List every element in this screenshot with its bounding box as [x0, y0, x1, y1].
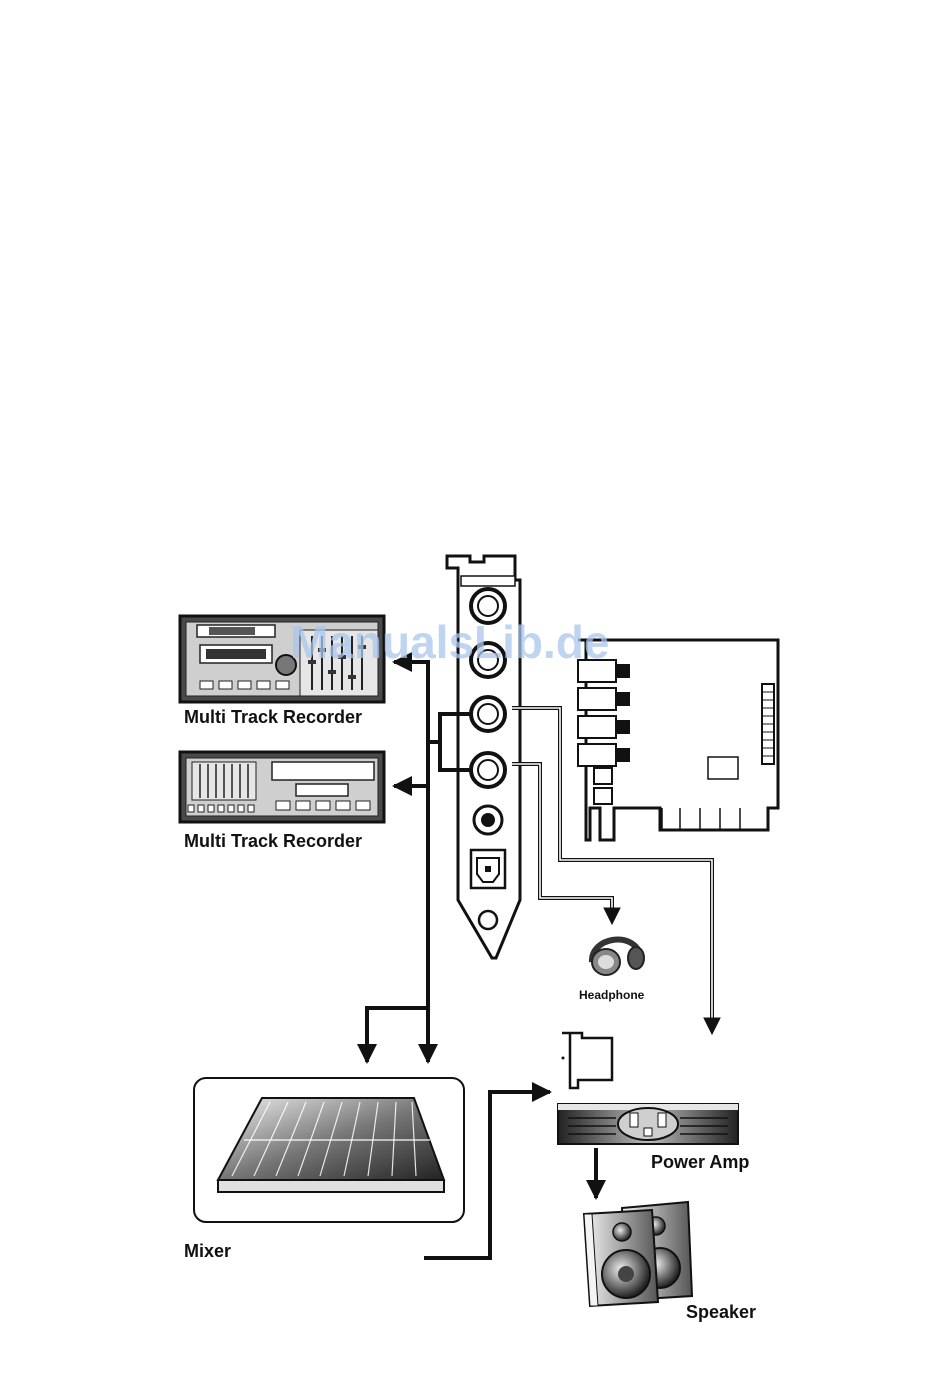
watermark-text: ManualsLib.de [290, 616, 609, 668]
power-amp-label: Power Amp [651, 1152, 749, 1172]
headphone-icon [592, 940, 644, 975]
sound-card-board [578, 640, 778, 840]
recorder-bottom-label: Multi Track Recorder [184, 831, 362, 851]
small-jack [474, 806, 502, 834]
mixer-label: Mixer [184, 1241, 231, 1261]
speaker-label: Speaker [686, 1302, 756, 1322]
jack-4 [471, 753, 505, 787]
recorder-top-label: Multi Track Recorder [184, 707, 362, 727]
mixer [194, 1078, 464, 1222]
headphone-label: Headphone [579, 988, 645, 1002]
multi-track-recorder-bottom [180, 752, 384, 822]
jack-3 [471, 697, 505, 731]
speaker-front [584, 1210, 658, 1306]
pci-card-small [562, 1033, 613, 1088]
power-amp [558, 1104, 738, 1144]
optical-port [471, 850, 505, 888]
